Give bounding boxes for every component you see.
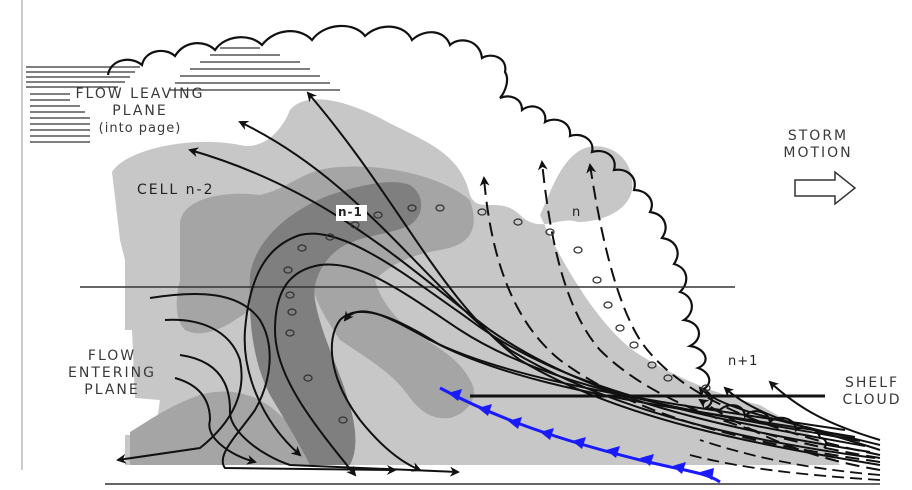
cell-np1-label: n+1 — [728, 354, 759, 369]
gust-front — [439, 386, 721, 484]
flow-leaving-label: FLOW LEAVING PLANE (into page) — [60, 86, 220, 137]
cell-n-label: n — [572, 205, 582, 220]
flow-entering-label: FLOW ENTERING PLANE — [62, 348, 162, 399]
flow-entering-line-3: PLANE — [84, 382, 140, 398]
solid-streamlines — [116, 91, 881, 477]
dark-echo-region — [249, 182, 422, 465]
medium-echo-region — [176, 166, 474, 419]
storm-motion-arrow-icon — [794, 170, 857, 206]
flow-leaving-line-3: (into page) — [98, 121, 182, 136]
particle-circles — [283, 204, 711, 424]
dashed-streamlines — [479, 160, 881, 471]
shelf-cloud-line-1: SHELF — [844, 375, 900, 391]
flow-leaving-lines — [26, 47, 340, 143]
flow-leaving-line-2: PLANE — [112, 103, 168, 119]
cell-n2-label: CELL n-2 — [137, 182, 215, 198]
storm-motion-line-2: MOTION — [783, 145, 853, 161]
flow-entering-line-1: FLOW — [87, 348, 137, 364]
storm-motion-line-1: STORM — [787, 128, 849, 144]
flow-entering-line-2: ENTERING — [68, 365, 156, 381]
dashed-streamline-tails — [689, 439, 881, 481]
flow-leaving-line-1: FLOW LEAVING — [75, 86, 205, 102]
shelf-cloud-label: SHELF CLOUD — [834, 375, 910, 409]
cell-n1-label-bg — [336, 205, 367, 221]
storm-motion-label: STORM MOTION — [768, 128, 868, 162]
shelf-cloud-line-2: CLOUD — [842, 392, 902, 408]
cell-n1-label: n-1 — [338, 205, 363, 219]
